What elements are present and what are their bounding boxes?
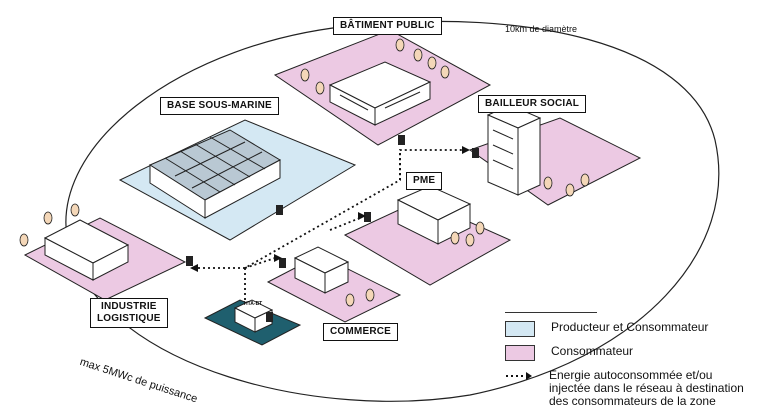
legend-swatch-blue	[505, 321, 535, 337]
legend-dotted-arrow-icon	[505, 369, 533, 383]
zone-boundary	[65, 20, 720, 402]
building-industrie	[43, 219, 130, 281]
legend-text-energy: Energie autoconsommée et/ou injectée dan…	[549, 369, 744, 408]
meter-icons	[186, 135, 479, 322]
legend-item-energy: Energie autoconsommée et/ou injectée dan…	[505, 369, 767, 408]
building-pme	[396, 185, 472, 245]
building-batiment-public	[328, 61, 432, 126]
label-industrie-logistique: INDUSTRIE LOGISTIQUE	[90, 298, 168, 328]
legend-item-consumer: Consommateur	[505, 345, 767, 361]
label-industrie-line2: LOGISTIQUE	[97, 313, 161, 324]
building-base-sous-marine	[148, 129, 282, 219]
label-batiment-public: BÂTIMENT PUBLIC	[333, 17, 442, 35]
legend-text-producer-consumer: Producteur et Consommateur	[551, 320, 709, 334]
legend-swatch-pink	[505, 345, 535, 361]
trees	[19, 38, 590, 307]
parcel-pme	[343, 199, 512, 286]
note-diameter: 10km de diamètre	[505, 24, 578, 34]
label-hta-bt: HTA-BT	[244, 301, 263, 307]
label-industrie-line1: INDUSTRIE	[100, 301, 157, 312]
legend-text-consumer: Consommateur	[551, 344, 634, 358]
legend-energy-line1: Energie autoconsommée et/ou	[549, 368, 713, 382]
legend-rule	[505, 312, 597, 313]
legend: Producteur et Consommateur Consommateur …	[505, 312, 767, 416]
label-bailleur-social: BAILLEUR SOCIAL	[478, 95, 587, 113]
label-pme: PME	[406, 172, 443, 190]
energy-flow-arrows	[190, 146, 470, 272]
legend-item-producer-consumer: Producteur et Consommateur	[505, 321, 767, 337]
label-commerce: COMMERCE	[323, 323, 399, 341]
building-commerce	[293, 246, 350, 294]
legend-energy-line3: des consommateurs de la zone	[549, 394, 716, 408]
energy-flow-lines	[195, 149, 462, 300]
legend-energy-line2: injectée dans le réseau à destination	[549, 381, 744, 395]
building-bailleur-social	[486, 104, 542, 196]
label-base-sous-marine: BASE SOUS-MARINE	[160, 97, 279, 115]
